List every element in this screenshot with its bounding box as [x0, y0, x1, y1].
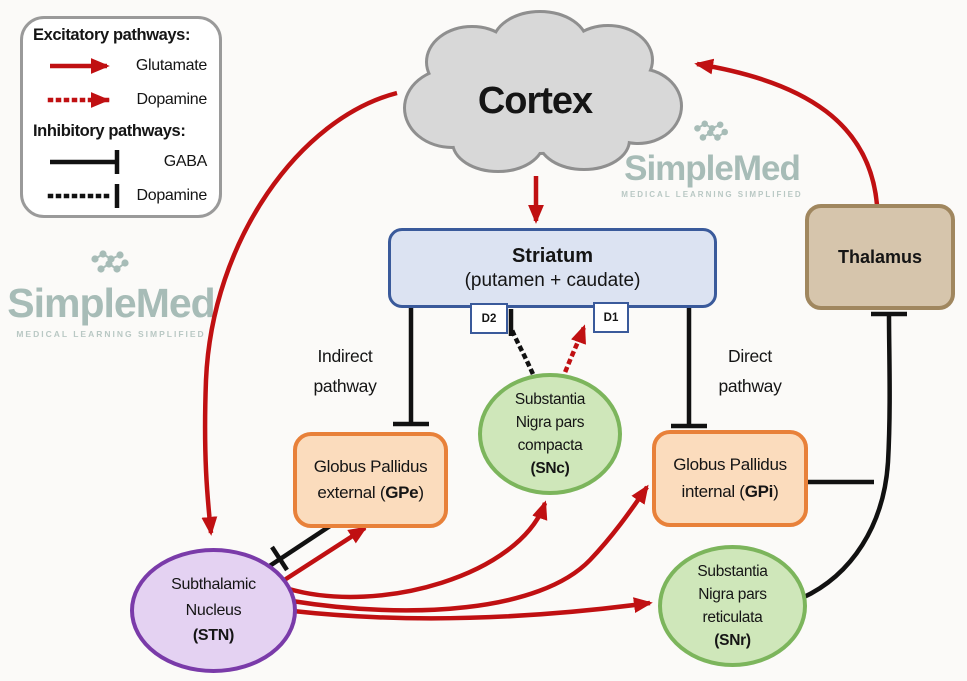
- stn-line1: Subthalamic: [171, 576, 256, 594]
- snr-abbr: (SNr): [714, 632, 751, 650]
- watermark-tagline: MEDICAL LEARNING SIMPLIFIED: [16, 329, 206, 339]
- receptor-d2: D2: [470, 303, 508, 334]
- stn-line2: Nucleus: [185, 601, 242, 619]
- node-subthalamic-nucleus: Subthalamic Nucleus (STN): [130, 548, 297, 673]
- gpe-line1: Globus Pallidus: [313, 456, 428, 476]
- pathway-legend: Excitatory pathways: Glutamate Dopamine …: [20, 16, 222, 218]
- edge-gpe-to-stn-tee: [270, 545, 289, 572]
- legend-item-label: Dopamine: [136, 186, 207, 204]
- node-globus-pallidus-external: Globus Pallidus external (GPe): [293, 432, 448, 528]
- snr-line3: reticulata: [702, 609, 763, 626]
- simplemed-logo-icon: [694, 120, 729, 141]
- snc-line3: compacta: [517, 437, 583, 454]
- edge-stn-to-snr: [292, 597, 653, 621]
- gpi-abbr: GPi: [744, 481, 774, 501]
- receptor-d1: D1: [593, 302, 629, 333]
- legend-item-dopamine-excitatory: Dopamine: [33, 87, 207, 113]
- legend-excitatory-title: Excitatory pathways:: [33, 26, 191, 44]
- legend-inhibitory-title: Inhibitory pathways:: [33, 121, 186, 140]
- legend-item-gaba: GABA: [33, 149, 207, 175]
- watermark-tagline: MEDICAL LEARNING SIMPLIFIED: [621, 190, 803, 199]
- simplemed-watermark-right: SimpleMed MEDICAL LEARNING SIMPLIFIED: [607, 118, 817, 199]
- dopamine-dotted-tee-icon: [47, 183, 120, 208]
- legend-item-label: Dopamine: [136, 91, 207, 109]
- legend-item-dopamine-inhibitory: Dopamine: [33, 183, 207, 209]
- snc-abbr: (SNc): [530, 460, 570, 478]
- gpi-line2: internal (GPi): [681, 481, 779, 501]
- striatum-title: Striatum: [511, 244, 594, 267]
- node-striatum: Striatum (putamen + caudate): [388, 228, 717, 308]
- striatum-subtitle: (putamen + caudate): [464, 269, 641, 291]
- gpe-line2: external (GPe): [317, 483, 424, 502]
- snc-line2: Nigra pars: [515, 413, 585, 431]
- gpe-abbr: GPe: [385, 483, 419, 502]
- simplemed-watermark-left: SimpleMed MEDICAL LEARNING SIMPLIFIED: [5, 248, 217, 339]
- node-thalamus: Thalamus: [805, 204, 955, 310]
- watermark-brand: SimpleMed: [7, 280, 215, 326]
- edge-snr-to-thalamus: [801, 315, 892, 601]
- dopamine-dotted-arrow-icon: [47, 92, 110, 109]
- cortex-label: Cortex: [477, 79, 593, 122]
- node-substantia-nigra-compacta: Substantia Nigra pars compacta (SNc): [478, 373, 622, 495]
- legend-item-label: GABA: [163, 152, 208, 170]
- node-cortex: Cortex: [455, 80, 615, 122]
- snr-line2: Nigra pars: [698, 585, 767, 603]
- edge-snc-to-striatum-d2-dopamine: [509, 327, 535, 375]
- legend-item-label: Glutamate: [135, 57, 207, 75]
- legend-item-glutamate: Glutamate: [33, 53, 207, 79]
- receptor-d1-label: D1: [603, 311, 619, 324]
- glutamate-arrow-icon: [50, 58, 110, 75]
- node-substantia-nigra-reticulata: Substantia Nigra pars reticulata (SNr): [658, 545, 807, 667]
- node-globus-pallidus-internal: Globus Pallidus internal (GPi): [652, 430, 808, 527]
- label-direct-pathway: Direct pathway: [718, 346, 782, 396]
- simplemed-logo-icon: [91, 250, 129, 273]
- receptor-d2-label: D2: [481, 312, 497, 325]
- edge-gpe-to-stn: [263, 524, 332, 571]
- snc-line1: Substantia: [514, 390, 586, 408]
- gaba-tee-icon: [50, 149, 120, 174]
- gpi-line1: Globus Pallidus: [673, 455, 787, 475]
- snr-line1: Substantia: [697, 562, 768, 580]
- stn-abbr: (STN): [192, 627, 235, 645]
- thalamus-label: Thalamus: [837, 246, 923, 267]
- label-indirect-pathway: Indirect pathway: [313, 346, 377, 396]
- edge-snc-to-striatum-d1-dopamine: [563, 324, 587, 373]
- watermark-brand: SimpleMed: [624, 149, 801, 188]
